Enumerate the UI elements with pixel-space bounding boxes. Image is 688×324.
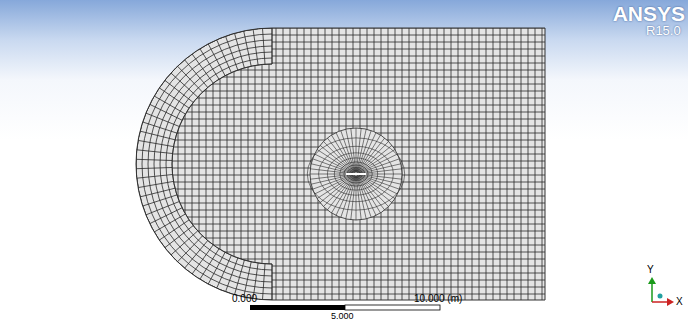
mesh-grid <box>130 28 545 300</box>
version-label: R15.0 <box>646 24 681 38</box>
ring-lines <box>136 28 272 300</box>
outer-ring <box>136 28 272 300</box>
x-axis-head <box>667 298 674 306</box>
axis-label: Y <box>647 264 654 275</box>
domain-outline <box>136 28 545 300</box>
axis-label: X <box>676 296 683 307</box>
scale-bar-white <box>345 305 440 310</box>
airfoil <box>346 173 366 175</box>
z-axis-dot <box>658 294 663 299</box>
refined-lines <box>307 128 404 220</box>
scale-bar-black <box>250 305 345 310</box>
brand-label: ANSYS <box>613 2 685 25</box>
y-axis-head <box>648 277 656 284</box>
y-axis-arrow <box>651 281 653 302</box>
scale-label: 5.000 <box>331 312 354 322</box>
grid-lines <box>130 28 545 300</box>
scale-label: 10.000 (m) <box>414 293 462 304</box>
scale-label: 0.000 <box>232 293 257 304</box>
